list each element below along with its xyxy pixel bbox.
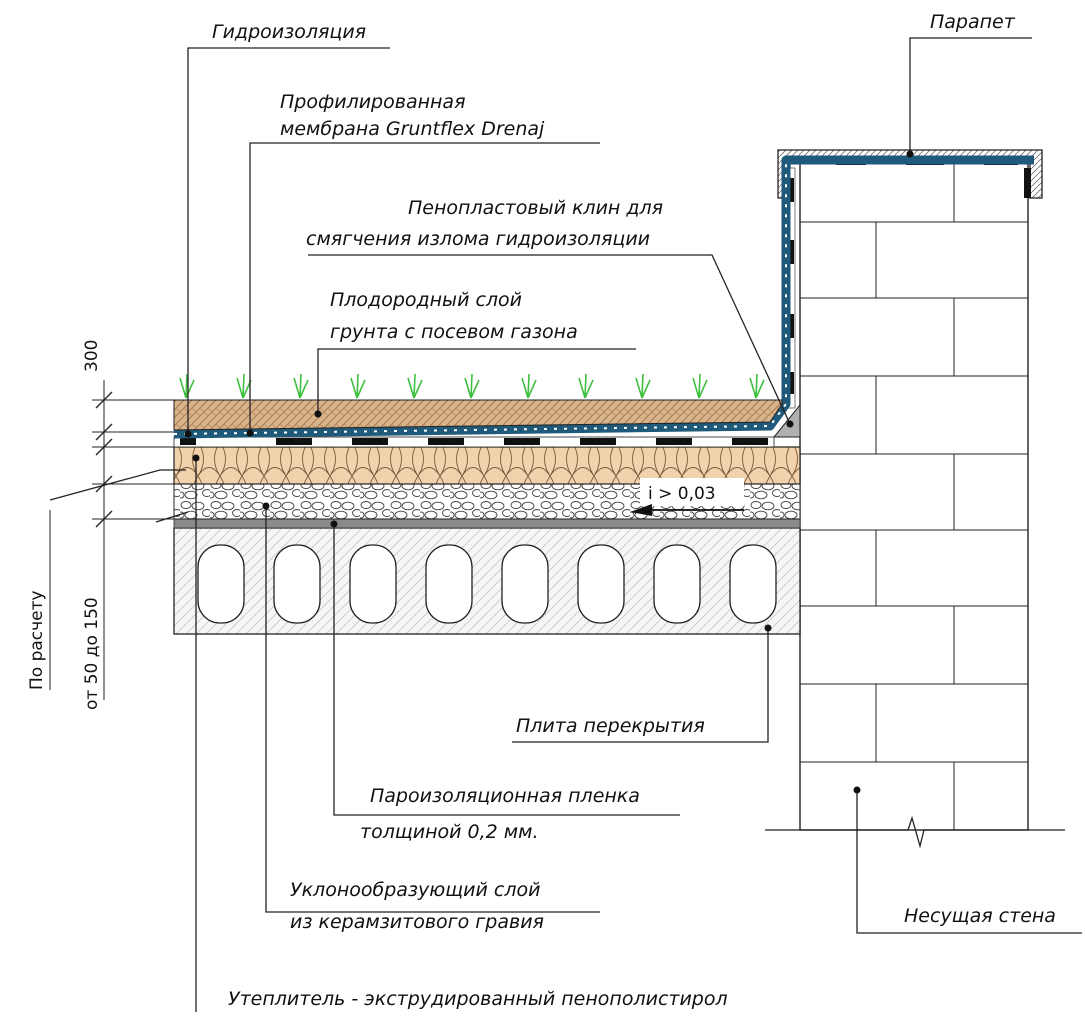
slope-indicator: i > 0,03: [630, 478, 744, 516]
label-vapor-line1: Пароизоляционная пленка: [370, 785, 640, 807]
label-gravel-line2: из керамзитового гравия: [290, 911, 544, 933]
foam-wedge: [772, 403, 801, 438]
label-parapet: Парапет: [930, 11, 1016, 33]
label-soil-line1: Плодородный слой: [330, 289, 522, 311]
dimension-line: 300 от 50 до 150 По расчету: [27, 340, 186, 710]
dimension-by-calc: По расчету: [27, 590, 47, 690]
label-wall: Несущая стена: [904, 905, 1056, 927]
leader-lines: [155, 37, 1082, 1012]
slope-label: i > 0,03: [648, 484, 716, 504]
label-soil-line2: грунта с посевом газона: [330, 321, 578, 343]
label-membrane-line2: мембрана Gruntflex Drenaj: [280, 118, 545, 140]
drain-membrane-layer: [173, 167, 796, 448]
insulation-layer: [173, 446, 801, 485]
label-insulation: Утеплитель - экструдированный пенополист…: [228, 988, 728, 1010]
label-gravel-line1: Уклонообразующий слой: [290, 879, 540, 901]
waterproofing-layer: [173, 155, 1034, 439]
dimension-300: 300: [82, 340, 102, 372]
vapor-barrier-layer: [173, 518, 801, 529]
floor-slab: [173, 527, 801, 635]
label-vapor-line2: толщиной 0,2 мм.: [360, 821, 538, 843]
slab-voids: [197, 544, 777, 624]
label-membrane-line1: Профилированная: [280, 91, 466, 113]
soil-layer: [173, 399, 783, 431]
label-slab: Плита перекрытия: [516, 715, 705, 737]
label-wedge-line2: смягчения излома гидроизоляции: [306, 228, 650, 250]
load-bearing-wall: [765, 161, 1065, 849]
labels: Гидроизоляция Профилированная мембрана G…: [212, 11, 1056, 1010]
label-wedge-line1: Пенопластовый клин для: [408, 197, 663, 219]
label-waterproofing: Гидроизоляция: [212, 21, 366, 43]
grass-tufts: [179, 373, 765, 399]
dimension-from-to: от 50 до 150: [82, 597, 102, 710]
